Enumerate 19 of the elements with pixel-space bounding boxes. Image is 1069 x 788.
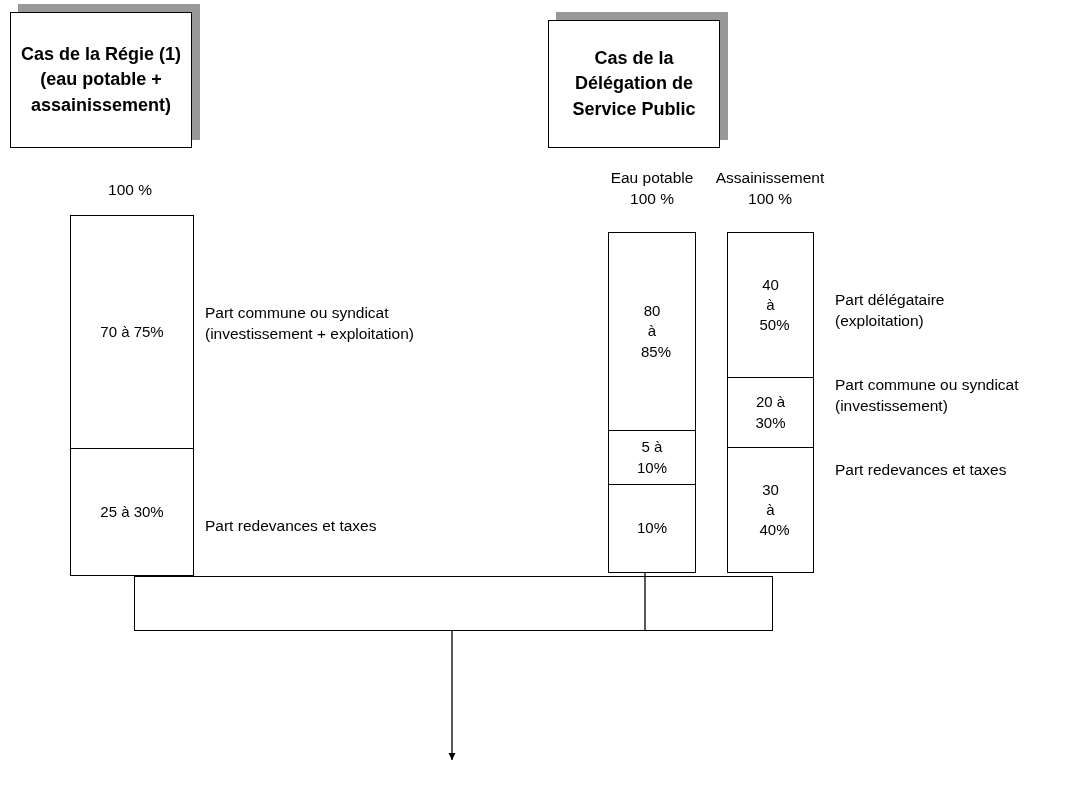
percent-label: 100 % [107,180,153,200]
connector-line [644,572,646,632]
share-segment: 40 à 50% [727,232,814,378]
collector-box [134,576,773,631]
share-segment: 10% [608,484,696,573]
share-label: Part redevances et taxes [205,516,378,536]
share-segment: 70 à 75% [70,215,194,449]
share-segment: 30 à 40% [727,447,814,573]
column-header: Eau potable 100 % [609,168,695,209]
share-label: Part redevances et taxes [835,460,1008,480]
share-segment: 25 à 30% [70,448,194,576]
share-segment: 20 à 30% [727,377,814,448]
share-segment: 80 à 85% [608,232,696,431]
share-label: Part commune ou syndicat (investissement) [835,375,1020,416]
arrow [448,630,456,761]
column-header: Assainissement 100 % [714,168,826,209]
share-segment: 5 à 10% [608,430,696,485]
share-label: Part délégataire (exploitation) [835,290,946,331]
share-label: Part commune ou syndicat (investissement + exploitation) [205,303,415,344]
